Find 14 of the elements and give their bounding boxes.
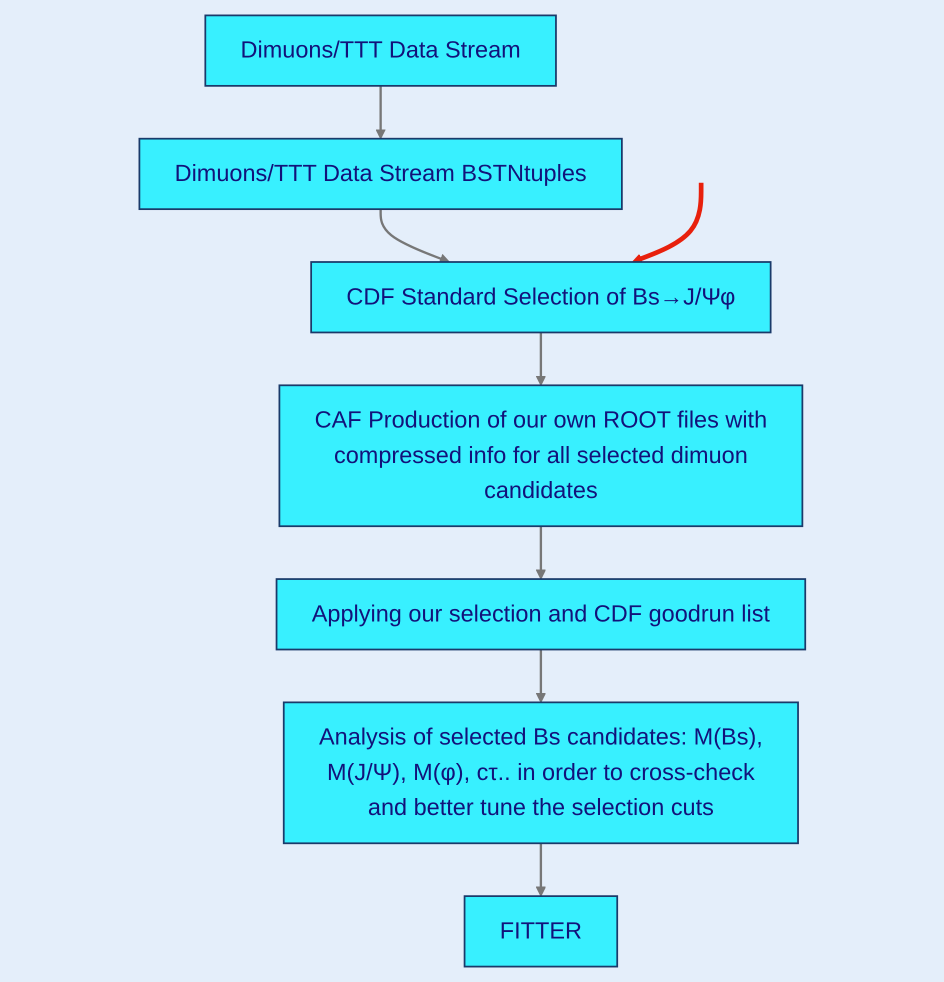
node-box: Analysis of selected Bs candidates: M(Bs), M(J/Ψ), M(φ), cτ.. in order to cross-check and better tune the selection cuts <box>282 702 799 844</box>
arrow <box>535 843 546 897</box>
node-box: Dimuons/TTT Data Stream <box>204 14 556 87</box>
arrow <box>632 182 704 264</box>
arrow <box>535 650 546 703</box>
node-box: FITTER <box>463 895 618 968</box>
arrow <box>535 526 546 580</box>
node-box: CDF Standard Selection of Bs→J/Ψφ <box>310 261 772 334</box>
node-box: CAF Production of our own ROOT files with compressed info for all selected dimuon candidates <box>278 384 803 528</box>
arrow <box>379 209 450 264</box>
arrow <box>375 86 386 140</box>
node-box: Applying our selection and CDF goodrun list <box>275 578 806 650</box>
node-box: Dimuons/TTT Data Stream BSTNtuples <box>138 138 622 210</box>
arrow <box>535 332 546 386</box>
